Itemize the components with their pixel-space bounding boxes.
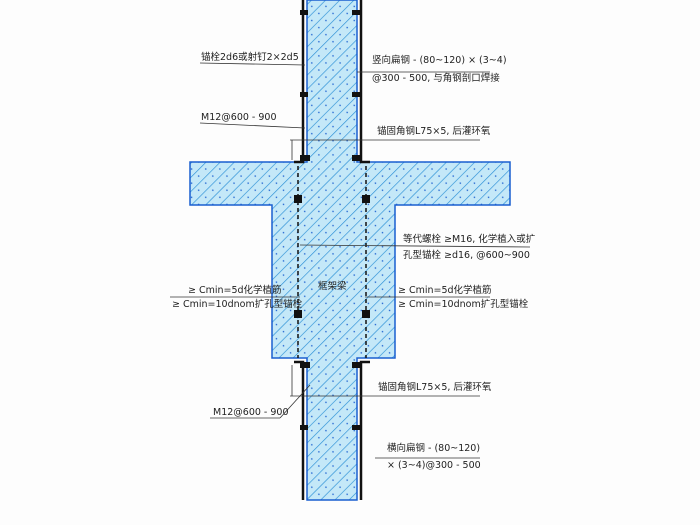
equiv-bolt-label-1: 等代螺栓 ≥M16, 化学植入或扩 xyxy=(403,234,536,245)
cmin-left-label-1: ≥ Cmin=5d化学植筋 xyxy=(188,285,282,296)
frame-beam-label: 框架梁 xyxy=(318,281,347,292)
vertical-steel-label-1: 竖向扁钢 - (80~120) × (3~4) xyxy=(372,55,507,66)
m12-top-label: M12@600 - 900 xyxy=(201,112,277,123)
anchor-bolt-label: 锚栓2d6或射钉2×2d5 xyxy=(201,52,299,63)
m12-bottom-label: M12@600 - 900 xyxy=(213,407,289,418)
equiv-bolt-label-2: 孔型锚栓 ≥d16, @600~900 xyxy=(403,250,530,261)
cmin-right-label-1: ≥ Cmin=5d化学植筋 xyxy=(398,285,492,296)
leader-lines xyxy=(170,62,531,459)
concrete-section xyxy=(189,0,511,501)
cmin-left-label-2: ≥ Cmin=10dnom扩孔型锚栓 xyxy=(172,299,303,310)
angle-top-label: 锚固角钢L75×5, 后灌环氧 xyxy=(377,126,491,137)
angle-bottom-label: 锚固角钢L75×5, 后灌环氧 xyxy=(378,382,492,393)
vertical-steel-label-2: @300 - 500, 与角钢剖口焊接 xyxy=(372,73,500,84)
cmin-right-label-2: ≥ Cmin=10dnom扩孔型锚栓 xyxy=(398,299,529,310)
bolts xyxy=(294,10,370,430)
horizontal-steel-label-1: 横向扁钢 - (80~120) xyxy=(387,443,481,454)
horizontal-steel-label-2: × (3~4)@300 - 500 xyxy=(387,460,481,471)
